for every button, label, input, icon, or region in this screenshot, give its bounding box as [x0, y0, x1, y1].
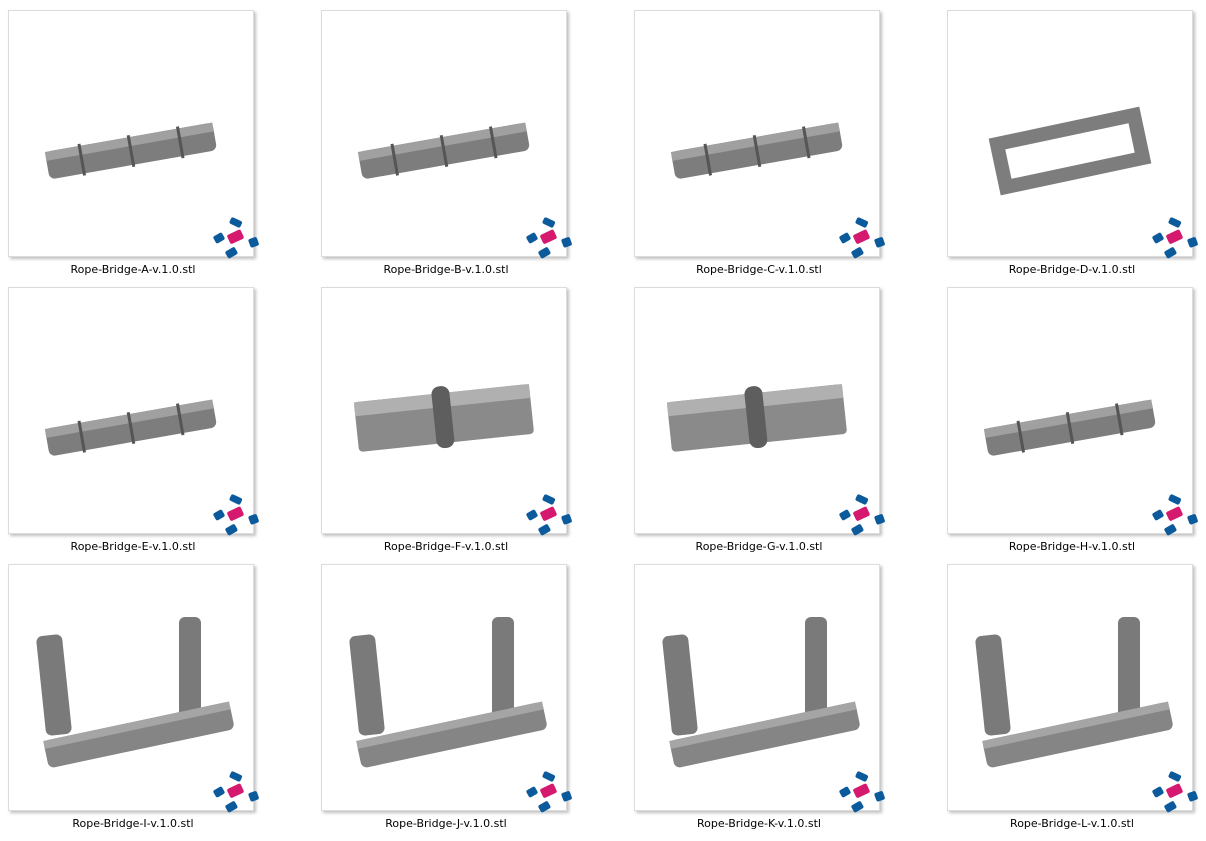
stl-model-preview	[349, 617, 547, 768]
file-item[interactable]: Rope-Bridge-D-v.1.0.stl	[947, 10, 1206, 287]
file-name-label[interactable]: Rope-Bridge-J-v.1.0.stl	[385, 817, 507, 830]
app-logo-icon	[839, 771, 885, 813]
stl-model-preview	[44, 122, 217, 179]
file-name-label[interactable]: Rope-Bridge-E-v.1.0.stl	[70, 540, 196, 553]
file-name-label[interactable]: Rope-Bridge-B-v.1.0.stl	[383, 263, 509, 276]
file-thumbnail[interactable]	[321, 287, 572, 536]
file-item[interactable]: Rope-Bridge-E-v.1.0.stl	[8, 287, 321, 564]
file-name-label[interactable]: Rope-Bridge-A-v.1.0.stl	[70, 263, 196, 276]
file-thumbnail[interactable]	[321, 10, 572, 259]
stl-model-preview	[670, 122, 843, 179]
file-name-label[interactable]: Rope-Bridge-I-v.1.0.stl	[72, 817, 194, 830]
app-logo-icon	[526, 771, 572, 813]
stl-model-preview	[983, 399, 1156, 456]
stl-model-preview	[357, 122, 530, 179]
file-thumbnail[interactable]	[634, 10, 885, 259]
file-item[interactable]: Rope-Bridge-L-v.1.0.stl	[947, 564, 1206, 841]
file-thumbnail[interactable]	[947, 10, 1198, 259]
app-logo-icon	[213, 771, 259, 813]
stl-model-preview	[353, 383, 534, 452]
app-logo-icon	[526, 494, 572, 536]
app-logo-icon	[213, 494, 259, 536]
file-item[interactable]: Rope-Bridge-K-v.1.0.stl	[634, 564, 947, 841]
file-name-label[interactable]: Rope-Bridge-K-v.1.0.stl	[696, 817, 821, 830]
file-item[interactable]: Rope-Bridge-C-v.1.0.stl	[634, 10, 947, 287]
stl-model-preview	[36, 617, 234, 768]
file-item[interactable]: Rope-Bridge-F-v.1.0.stl	[321, 287, 634, 564]
file-name-label[interactable]: Rope-Bridge-F-v.1.0.stl	[383, 540, 509, 553]
app-logo-icon	[839, 494, 885, 536]
app-logo-icon	[1152, 494, 1198, 536]
stl-model-preview	[975, 617, 1173, 768]
file-item[interactable]: Rope-Bridge-G-v.1.0.stl	[634, 287, 947, 564]
file-thumbnail[interactable]	[947, 287, 1198, 536]
file-item[interactable]: Rope-Bridge-H-v.1.0.stl	[947, 287, 1206, 564]
app-logo-icon	[839, 217, 885, 259]
file-item[interactable]: Rope-Bridge-B-v.1.0.stl	[321, 10, 634, 287]
app-logo-icon	[1152, 771, 1198, 813]
file-thumbnail[interactable]	[8, 10, 259, 259]
app-logo-icon	[526, 217, 572, 259]
file-name-label[interactable]: Rope-Bridge-C-v.1.0.stl	[696, 263, 822, 276]
file-name-label[interactable]: Rope-Bridge-H-v.1.0.stl	[1008, 540, 1136, 553]
file-item[interactable]: Rope-Bridge-I-v.1.0.stl	[8, 564, 321, 841]
file-item[interactable]: Rope-Bridge-A-v.1.0.stl	[8, 10, 321, 287]
file-thumbnail[interactable]	[321, 564, 572, 813]
file-thumbnail[interactable]	[947, 564, 1198, 813]
stl-model-preview	[44, 399, 217, 456]
stl-model-preview	[988, 106, 1152, 196]
file-thumbnail[interactable]	[8, 287, 259, 536]
app-logo-icon	[1152, 217, 1198, 259]
app-logo-icon	[213, 217, 259, 259]
file-thumbnail[interactable]	[634, 287, 885, 536]
file-thumbnail[interactable]	[634, 564, 885, 813]
stl-model-preview	[662, 617, 860, 768]
file-item[interactable]: Rope-Bridge-J-v.1.0.stl	[321, 564, 634, 841]
file-name-label[interactable]: Rope-Bridge-G-v.1.0.stl	[695, 540, 823, 553]
stl-model-preview	[666, 383, 847, 452]
file-name-label[interactable]: Rope-Bridge-L-v.1.0.stl	[1010, 817, 1134, 830]
file-thumbnail[interactable]	[8, 564, 259, 813]
file-name-label[interactable]: Rope-Bridge-D-v.1.0.stl	[1008, 263, 1136, 276]
